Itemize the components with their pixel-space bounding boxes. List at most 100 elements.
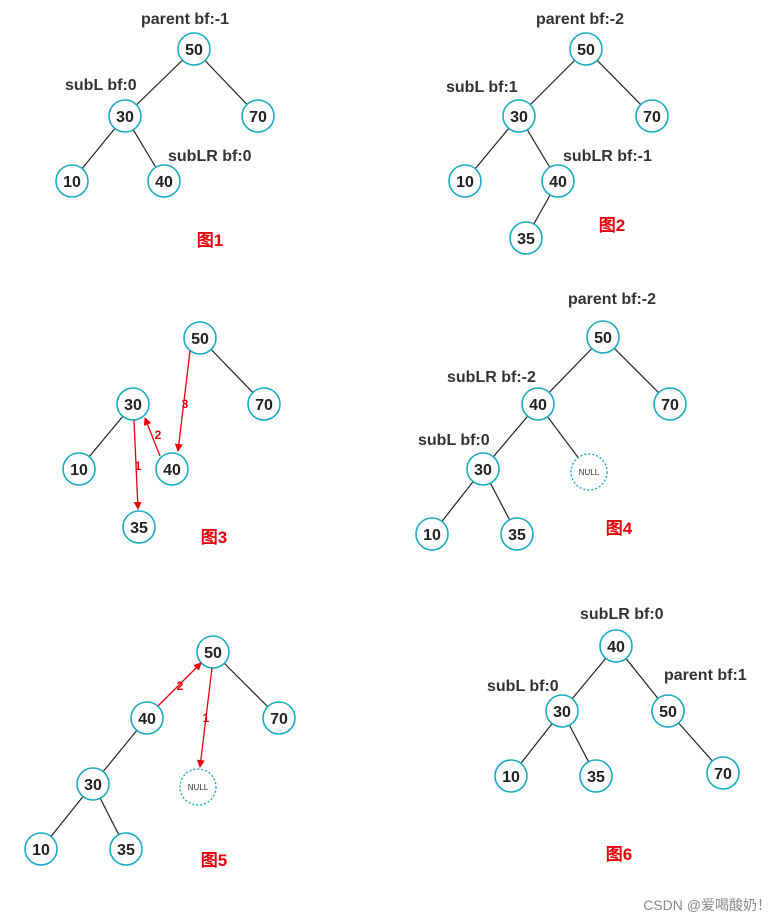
arrow-label: 1 [135,459,142,473]
node-label: 30 [84,777,102,794]
node-label: 70 [270,711,288,728]
tree-node: 50 [651,694,685,728]
node-label: 40 [155,174,173,191]
tree-node: 40 [130,701,164,735]
node-label: 10 [32,842,50,859]
tree-node: 50 [183,321,217,355]
rotation-arrow [143,417,161,457]
annotation-parent-bf: parent bf:-1 [141,11,229,28]
arrow-label: 1 [203,711,210,725]
figure-caption: 图1 [197,231,223,250]
node-label: 35 [117,842,135,859]
null-label: NULL [579,468,600,477]
node-label: 50 [659,704,677,721]
tree-node: 40 [521,387,555,421]
figure-caption: 图2 [599,216,625,235]
node-label: 50 [191,331,209,348]
tree-node: 10 [24,832,58,866]
node-label: 50 [594,330,612,347]
figure-5: 50 40 70 30 NULL 10 35 2 1 图5 [24,635,296,870]
figure-4: 50 40 70 30 NULL 10 35 parent bf:-2 subL… [415,291,687,551]
annotation-parent-bf: parent bf:-2 [568,291,656,308]
tree-node: 70 [706,756,740,790]
tree-node: 35 [579,759,613,793]
arrow-label: 3 [182,397,189,411]
node-label: 10 [70,462,88,479]
annotation-sublr-bf: subLR bf:0 [580,606,664,623]
tree-node: 30 [76,767,110,801]
node-label: 35 [587,769,605,786]
figure-caption: 图5 [201,851,227,870]
tree-node: 30 [466,452,500,486]
tree-node: 50 [196,635,230,669]
tree-node: 10 [62,452,96,486]
node-label: 30 [510,109,528,126]
annotation-subl-bf: subL bf:0 [65,77,137,94]
tree-node: 30 [108,99,142,133]
null-node: NULL [179,768,217,806]
rotation-arrow [196,667,213,768]
null-label: NULL [188,783,209,792]
node-label: 30 [474,462,492,479]
node-label: 40 [138,711,156,728]
annotation-parent-bf: parent bf:1 [664,667,747,684]
tree-node: 30 [502,99,536,133]
annotation-subl-bf: subL bf:0 [418,432,490,449]
node-label: 70 [643,109,661,126]
node-label: 10 [63,174,81,191]
node-label: 30 [553,704,571,721]
tree-node: 50 [177,32,211,66]
tree-node: 10 [55,164,89,198]
tree-node: 30 [545,694,579,728]
annotation-sublr-bf: subLR bf:-2 [447,369,536,386]
node-label: 50 [185,42,203,59]
node-label: 10 [456,174,474,191]
figure-1: 50 30 70 10 40 parent bf:-1 subL bf:0 su… [55,11,275,250]
tree-node: 40 [155,452,189,486]
arrow-label: 2 [177,679,184,693]
annotation-subl-bf: subL bf:0 [487,678,559,695]
node-label: 35 [508,527,526,544]
node-label: 70 [661,397,679,414]
tree-node: 70 [635,99,669,133]
tree-node: 50 [569,32,603,66]
node-label: 50 [577,42,595,59]
node-label: 70 [714,766,732,783]
tree-node: 30 [116,387,150,421]
arrow-label: 2 [155,428,162,442]
tree-node: 10 [415,517,449,551]
node-label: 35 [130,520,148,537]
tree-node: 70 [653,387,687,421]
null-node: NULL [570,453,608,491]
node-label: 40 [607,639,625,656]
annotation-sublr-bf: subLR bf:0 [168,148,252,165]
node-label: 35 [517,231,535,248]
tree-node: 50 [586,320,620,354]
figure-caption: 图4 [606,519,633,538]
node-label: 10 [502,769,520,786]
rotation-arrow [174,350,191,452]
node-label: 50 [204,645,222,662]
tree-node: 40 [541,164,575,198]
figure-caption: 图3 [201,528,227,547]
node-label: 10 [423,527,441,544]
figure-2: 50 30 70 10 40 35 parent bf:-2 subL bf:1… [446,11,669,255]
figure-3: 50 30 70 10 40 35 3 2 1 图3 [62,321,281,547]
rotation-arrow [157,662,202,707]
tree-node: 35 [509,221,543,255]
node-label: 30 [124,397,142,414]
tree-node: 40 [599,629,633,663]
tree-node: 70 [241,99,275,133]
annotation-sublr-bf: subLR bf:-1 [563,148,652,165]
tree-node: 70 [247,387,281,421]
tree-node: 10 [448,164,482,198]
tree-node: 35 [122,510,156,544]
tree-node: 70 [262,701,296,735]
tree-node: 35 [500,517,534,551]
node-label: 70 [255,397,273,414]
node-label: 40 [549,174,567,191]
node-label: 40 [529,397,547,414]
node-label: 70 [249,109,267,126]
tree-node: 10 [494,759,528,793]
